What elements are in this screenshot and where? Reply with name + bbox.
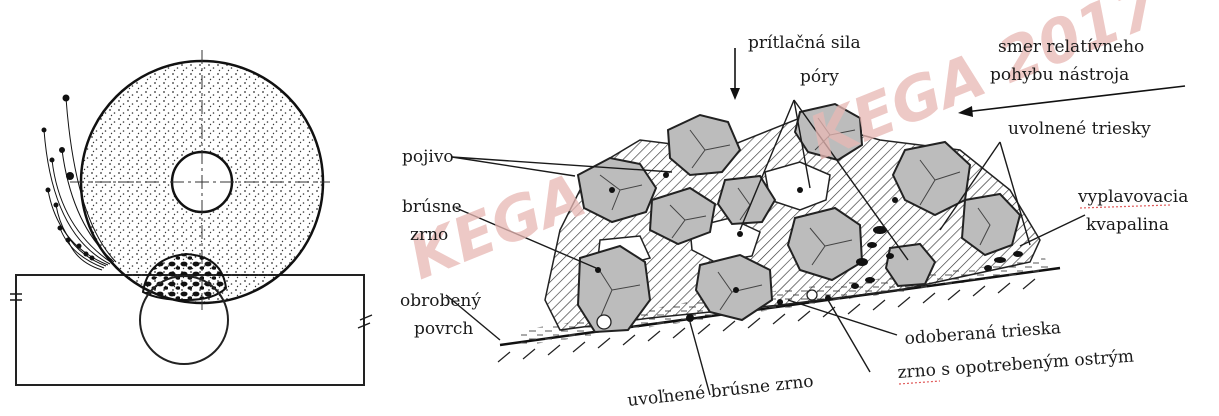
force-arrow — [730, 48, 740, 100]
label-force: prítlačná sila — [748, 33, 861, 53]
label-surface-1: obrobený — [400, 291, 481, 311]
label-grain-1: brúsne — [402, 197, 462, 217]
label-binder: pojivo — [402, 147, 454, 167]
label-loose-grain: uvoľnené brúsne zrno — [626, 372, 814, 411]
label-flush-1: vyplavovacia — [1077, 187, 1188, 207]
label-removed-chip: odoberaná trieska — [904, 318, 1062, 349]
label-flush-2: kvapalina — [1086, 215, 1169, 235]
label-motion-1: smer relatívneho — [998, 37, 1144, 57]
label-loose-chips: uvolnené triesky — [1008, 119, 1151, 139]
label-pores: póry — [800, 67, 839, 87]
svg-text:KEGA 2017: KEGA 2017 — [799, 0, 1169, 174]
label-worn-grain: zrno s opotrebeným ostrým — [897, 347, 1135, 383]
label-grain-2: zrno — [410, 225, 448, 245]
label-motion-2: pohybu nástroja — [990, 65, 1129, 85]
wheel-figure — [10, 50, 372, 385]
label-surface-2: povrch — [414, 319, 473, 339]
